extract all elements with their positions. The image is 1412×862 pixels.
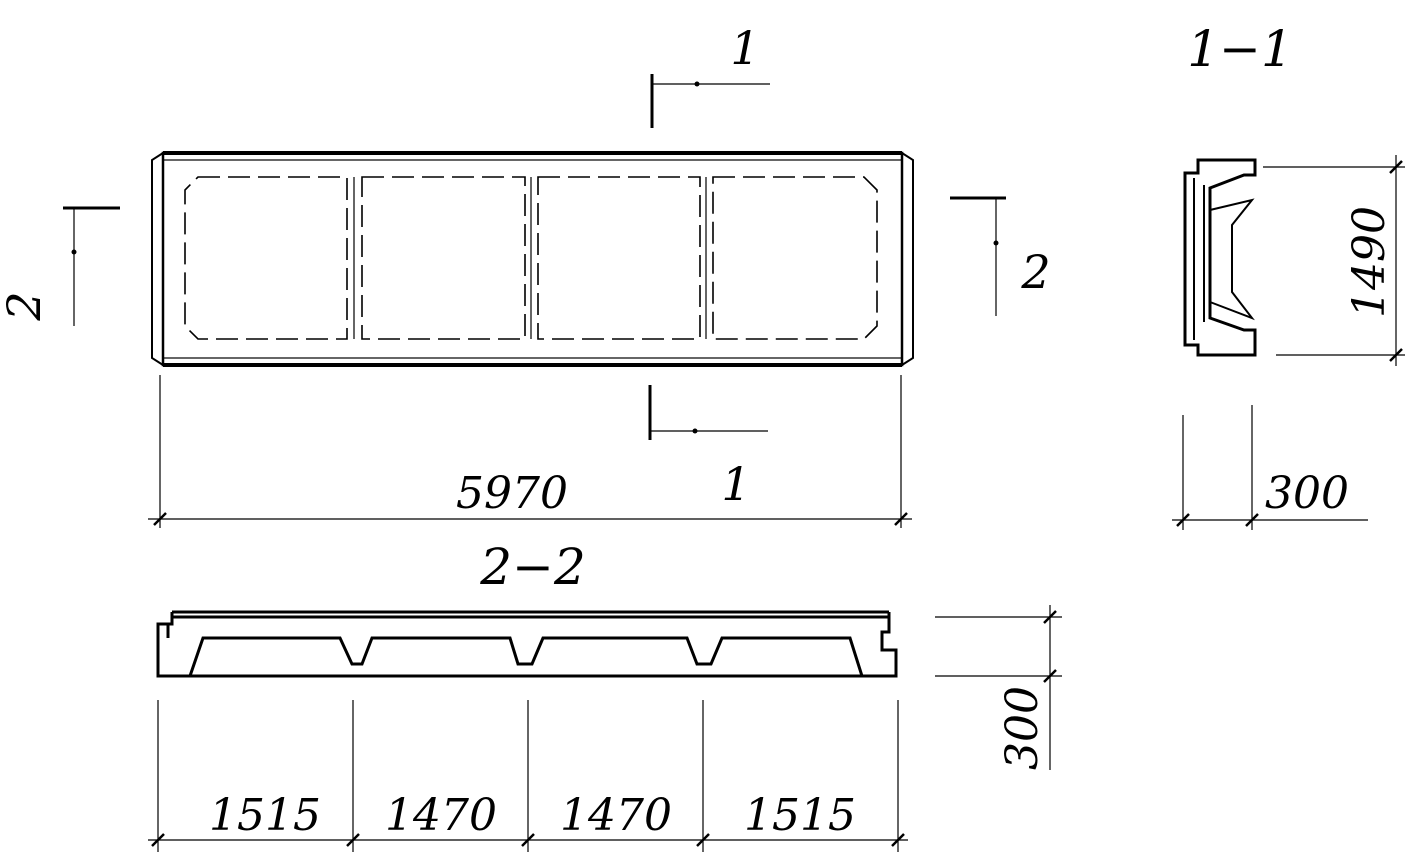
s11-height-label: 1490 — [1344, 206, 1395, 318]
cut-2-right-label: 2 — [1020, 245, 1050, 299]
plan-overall-length-label: 5970 — [456, 468, 568, 519]
section-2-2-bottom-ribs — [188, 636, 865, 678]
plan-dim-tick-left — [153, 512, 167, 526]
s11-height-tick-bottom — [1389, 348, 1403, 362]
s11-width-label: 300 — [1265, 468, 1349, 519]
plan-slab-inner-contour — [162, 159, 903, 359]
s11-width-tick-right — [1245, 513, 1259, 527]
s22-rib-spacing-label-3: 1470 — [560, 790, 672, 841]
cut-1-top-label: 1 — [730, 21, 759, 75]
s22-rib-tick-5 — [891, 833, 905, 847]
s22-rib-spacing-label-1: 1515 — [209, 790, 321, 841]
section-1-1-profile-inner — [1193, 178, 1255, 340]
s22-rib-tick-1 — [151, 833, 165, 847]
cut-2-left-label: 2 — [0, 291, 51, 321]
s22-height-label: 300 — [997, 686, 1048, 770]
plan-left-end-tab — [151, 152, 164, 366]
s22-rib-spacing-label-2: 1470 — [385, 790, 497, 841]
plan-slab-outline — [161, 151, 904, 367]
cut-1-bottom-arrow-dot — [692, 428, 698, 434]
cut-markers: 1 1 2 2 — [0, 21, 1051, 511]
s22-rib-tick-3 — [521, 833, 535, 847]
s22-rib-tick-4 — [696, 833, 710, 847]
section-1-1-title: 1−1 — [1187, 20, 1293, 78]
plan-cell-4 — [712, 176, 878, 340]
s22-height-tick-bottom — [1043, 669, 1057, 683]
plan-dim-tick-right — [894, 512, 908, 526]
plan-view: 5970 — [148, 151, 914, 528]
s11-height-tick-top — [1389, 160, 1403, 174]
cut-2-left-arrow-dot — [71, 249, 77, 255]
section-2-2-title: 2−2 — [479, 538, 586, 596]
cut-1-bottom-label: 1 — [721, 457, 750, 511]
s22-rib-spacing-label-4: 1515 — [744, 790, 856, 841]
plan-cell-1 — [184, 176, 348, 340]
section-1-1-profile-outer — [1183, 158, 1257, 357]
section-2-2-top-flange — [156, 610, 898, 678]
s11-width-tick-left — [1176, 513, 1190, 527]
section-1-1: 1−1 1490 300 — [1172, 20, 1405, 530]
cut-1-top-arrow-dot — [694, 81, 700, 87]
plan-cell-2 — [361, 176, 526, 340]
s22-height-tick-top — [1043, 610, 1057, 624]
section-2-2-profile — [158, 612, 896, 676]
s22-rib-tick-2 — [346, 833, 360, 847]
cut-2-right-arrow-dot — [993, 240, 999, 246]
plan-cell-3 — [537, 176, 701, 340]
section-2-2: 2−2 300 1515 1470 1470 1515 — [148, 538, 1062, 852]
plan-right-end-tab — [901, 152, 914, 366]
plan-dashed-cells — [184, 176, 878, 340]
